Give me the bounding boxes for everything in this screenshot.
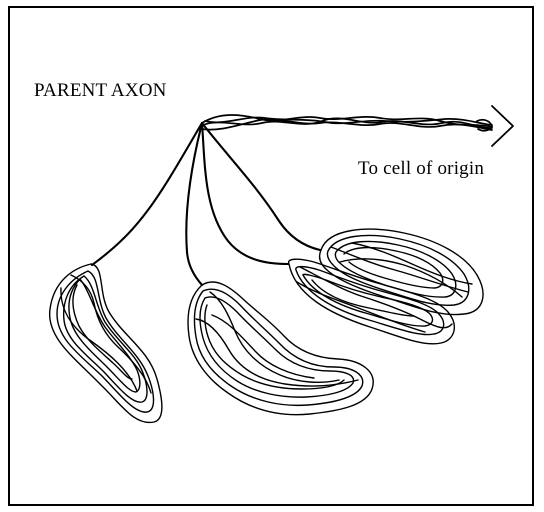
cell-of-origin-label: To cell of origin	[358, 158, 484, 180]
direction-arrow	[492, 106, 513, 146]
loop-2d	[205, 305, 344, 389]
terminal-cluster-1	[50, 264, 162, 422]
parent-axon-label: PARENT AXON	[34, 80, 167, 102]
branch-4	[202, 123, 320, 250]
branch-3	[202, 123, 288, 264]
loop-1d	[69, 279, 140, 392]
loop-4d	[344, 248, 443, 288]
loop-1e	[73, 285, 132, 379]
loop-1c	[64, 276, 147, 402]
collateral-branches	[92, 123, 320, 285]
parent-axon-bundle	[202, 115, 492, 131]
loop-3e	[300, 267, 452, 328]
